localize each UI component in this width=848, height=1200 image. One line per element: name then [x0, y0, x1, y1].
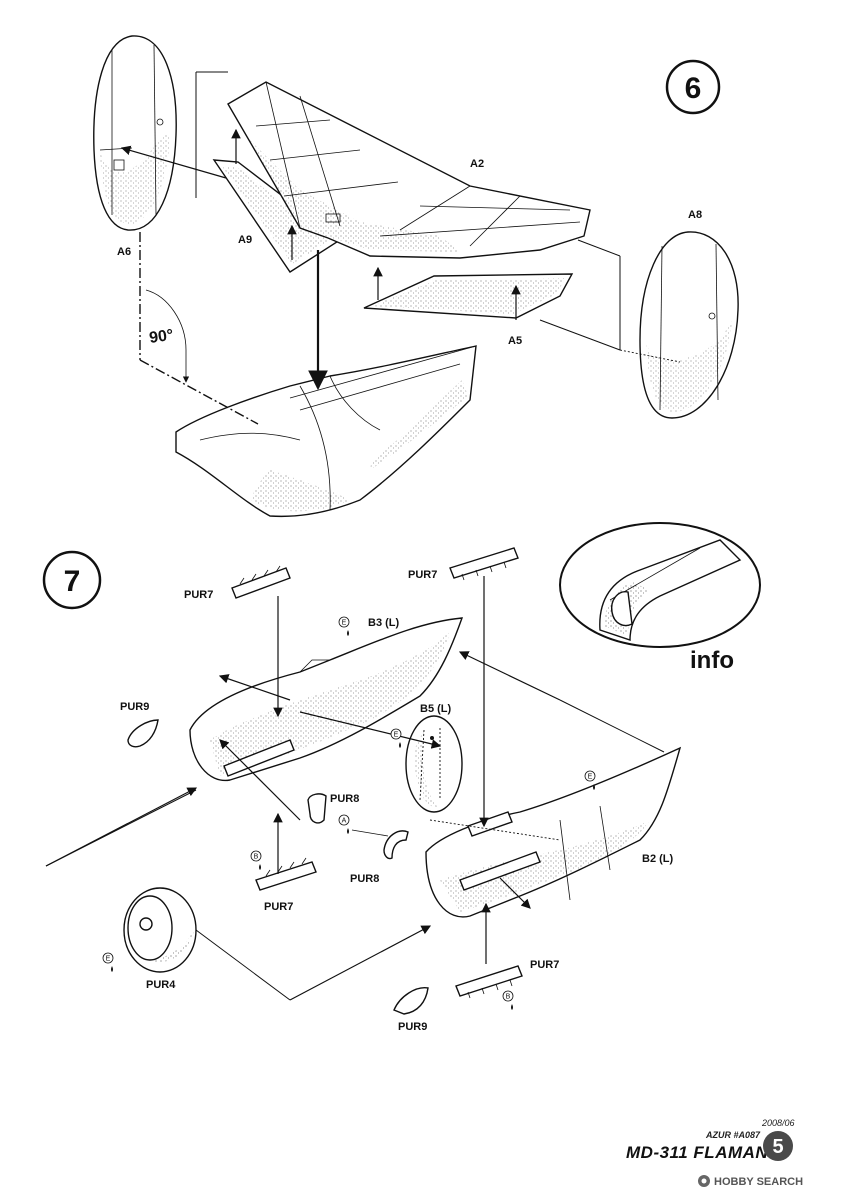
- part-pur8-upper: [307, 793, 327, 824]
- page-number: 5: [772, 1136, 783, 1158]
- svg-text:E: E: [394, 732, 399, 739]
- label-pur9: PUR9: [120, 701, 149, 713]
- step-7-guides: [45, 576, 665, 1001]
- label-a5: A5: [508, 335, 522, 347]
- glue-marker-b: B: [250, 850, 262, 870]
- info-detail-bubble: info: [559, 522, 761, 674]
- label-a2: A2: [470, 158, 484, 170]
- glue-marker-e: E: [338, 616, 350, 636]
- label-pur7: PUR7: [408, 569, 437, 581]
- svg-text:E: E: [342, 620, 347, 627]
- label-pur7: PUR7: [530, 959, 559, 971]
- glue-marker-a: A: [338, 814, 350, 834]
- part-pur8-lower: [383, 830, 409, 860]
- part-pur9-bottom: [393, 987, 429, 1015]
- footer-title: MD-311 FLAMANT: [626, 1143, 780, 1162]
- label-b2: B2 (L): [642, 853, 674, 865]
- label-pur8: PUR8: [330, 793, 359, 805]
- step-6-badge: 6: [665, 59, 721, 115]
- glue-markers: E E E A B: [102, 616, 596, 1010]
- label-a9: A9: [238, 234, 252, 246]
- step-7-number: 7: [64, 565, 81, 598]
- label-pur8: PUR8: [350, 873, 379, 885]
- glue-marker-b: B: [502, 990, 514, 1010]
- label-b5: B5 (L): [420, 703, 452, 715]
- glue-marker-e: E: [584, 770, 596, 790]
- step-7-badge: 7: [42, 550, 102, 610]
- part-a2-tailplane: [227, 81, 591, 259]
- glue-marker-e: E: [390, 728, 402, 748]
- part-pur4-intake: [123, 887, 197, 973]
- part-pur7-top-left: [231, 565, 291, 599]
- footer-code: AZUR #A087: [705, 1130, 761, 1140]
- label-b3: B3 (L): [368, 617, 400, 629]
- watermark-text: HOBBY SEARCH: [714, 1176, 803, 1188]
- info-label: info: [690, 647, 734, 674]
- footer-date: 2008/06: [761, 1118, 795, 1128]
- glue-marker-e: E: [102, 952, 114, 972]
- label-pur4: PUR4: [146, 979, 176, 991]
- part-b3-nacelle-half: [189, 617, 464, 782]
- hobby-search-logo-icon: [698, 1175, 710, 1187]
- part-pur7-bottom-right: [455, 965, 523, 999]
- page-number-badge: 5: [763, 1131, 793, 1161]
- step-6-number: 6: [685, 72, 702, 105]
- svg-text:B: B: [506, 994, 511, 1001]
- part-b2-nacelle-half: [425, 746, 682, 918]
- part-pur9-left: [127, 719, 159, 748]
- part-b5-panel: [405, 715, 463, 813]
- part-pur7-bottom-left: [255, 857, 317, 891]
- step-6: 6: [93, 35, 739, 518]
- part-a8-fin-tip: [639, 231, 739, 419]
- label-pur7: PUR7: [264, 901, 293, 913]
- fuselage-tail: [175, 345, 477, 518]
- watermark: HOBBY SEARCH: [698, 1175, 803, 1188]
- label-a8: A8: [688, 209, 702, 221]
- label-pur9: PUR9: [398, 1021, 427, 1033]
- svg-text:E: E: [106, 956, 111, 963]
- step-6-guides: [120, 71, 681, 425]
- part-a5: [363, 273, 574, 319]
- label-angle: 90°: [148, 327, 174, 347]
- svg-text:A: A: [342, 818, 347, 825]
- label-a6: A6: [117, 246, 131, 258]
- step-7: 7 info: [42, 522, 761, 1033]
- part-pur7-top-right: [449, 547, 519, 581]
- footer: 2008/06 AZUR #A087 MD-311 FLAMANT 5: [626, 1118, 795, 1162]
- part-a6-fin-tip: [93, 35, 177, 231]
- svg-text:B: B: [254, 854, 259, 861]
- label-pur7: PUR7: [184, 589, 213, 601]
- svg-text:E: E: [588, 774, 593, 781]
